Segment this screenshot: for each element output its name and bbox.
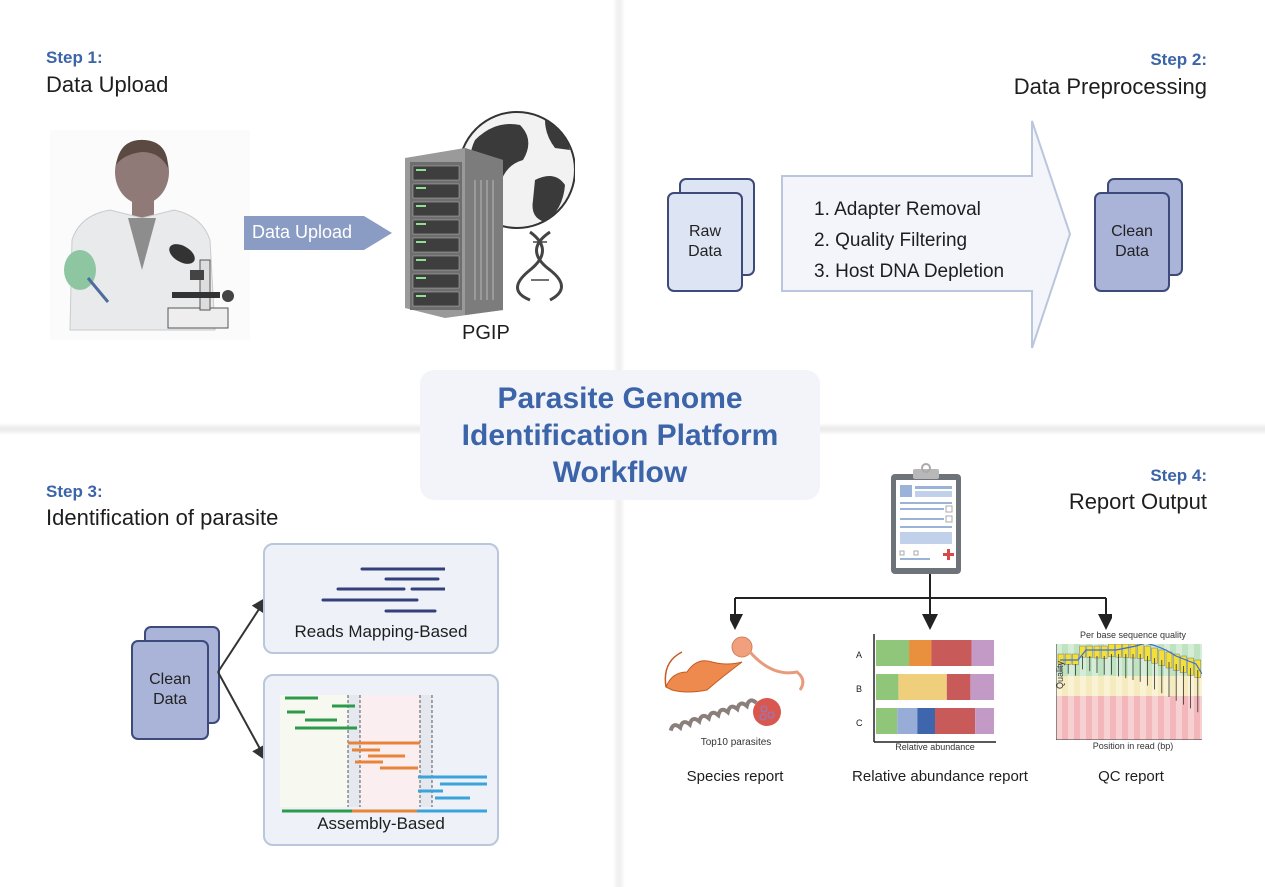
- qc-box: [1064, 653, 1072, 665]
- abundance-segment-c-0: [876, 708, 898, 734]
- species-report-label: Species report: [686, 768, 784, 785]
- clean-data-label: Clean Data: [1096, 194, 1168, 290]
- qc-box: [1086, 645, 1094, 658]
- qc-stripe: [1152, 644, 1158, 740]
- microscope-icon: [167, 244, 234, 329]
- abundance-chart: A B C: [856, 634, 996, 743]
- step4-title: Report Output: [1068, 489, 1207, 514]
- abundance-row-a: A: [856, 650, 862, 660]
- data-upload-arrow-label: Data Upload: [252, 222, 353, 242]
- qc-ylabel: Quality: [1055, 661, 1065, 690]
- clean-data-line2: Data: [1115, 243, 1149, 260]
- qc-stripe: [1128, 644, 1134, 740]
- qc-report-label: QC report: [1098, 768, 1164, 785]
- clean-data-doc: [1094, 192, 1170, 292]
- qc-stripe: [1140, 644, 1146, 740]
- abundance-caption: Relative abundance: [895, 742, 975, 752]
- qc-chart-title: Per base sequence quality: [1079, 630, 1187, 640]
- abundance-segment-a-1: [909, 640, 932, 666]
- process-host-dna-depletion: 3. Host DNA Depletion: [814, 261, 1005, 282]
- qc-stripe: [1116, 644, 1122, 740]
- step4-label: Step 4:: [1150, 466, 1207, 485]
- server-icon: [405, 148, 503, 318]
- abundance-segment-c-4: [975, 708, 994, 734]
- qc-stripe: [1104, 644, 1110, 740]
- clean-data-line1: Clean: [1111, 223, 1153, 240]
- qc-stripe: [1056, 644, 1062, 740]
- raw-data-doc: [667, 192, 743, 292]
- report-tree-connector: [730, 574, 1112, 630]
- title-line-1: Parasite Genome: [497, 381, 743, 415]
- abundance-segment-b-2: [946, 674, 971, 700]
- abundance-row-c: C: [856, 718, 863, 728]
- assembly-icon: [280, 695, 487, 813]
- qc-mean-line: [1060, 644, 1202, 675]
- data-upload-arrow: [244, 216, 392, 250]
- step3-clean-line2: Data: [153, 691, 187, 708]
- qc-chart: [1056, 644, 1202, 740]
- abundance-segment-b-3: [970, 674, 994, 700]
- qc-stripe: [1164, 644, 1170, 740]
- qc-stripe: [1080, 644, 1086, 740]
- step3-clean-data-doc: [131, 640, 209, 740]
- step1-title: Data Upload: [46, 72, 169, 97]
- server-label: PGIP: [462, 322, 510, 344]
- raw-data-line2: Data: [688, 243, 722, 260]
- raw-data-label: Raw Data: [669, 194, 741, 290]
- reads-mapping-box: Reads Mapping-Based: [263, 543, 499, 654]
- step3-label: Step 3:: [46, 482, 103, 501]
- abundance-segment-b-0: [876, 674, 899, 700]
- abundance-segment-b-1: [898, 674, 947, 700]
- clipboard-icon: [891, 463, 961, 574]
- process-adapter-removal: 1. Adapter Removal: [814, 199, 981, 220]
- assembly-box: Assembly-Based: [263, 674, 499, 846]
- title-line-3: Workflow: [552, 455, 688, 489]
- abundance-segment-c-1: [897, 708, 918, 734]
- reads-mapping-label: Reads Mapping-Based: [294, 622, 468, 641]
- branch-arrows: [217, 596, 268, 762]
- scientist-icon: [50, 130, 250, 340]
- abundance-segment-c-3: [935, 708, 976, 734]
- title-line-2: Identification Platform: [461, 418, 779, 452]
- preprocessing-arrow: [781, 120, 1072, 349]
- abundance-segment-c-2: [917, 708, 935, 734]
- qc-stripe: [1092, 644, 1098, 740]
- abundance-report-label: Relative abundance report: [852, 768, 1028, 785]
- abundance-segment-a-2: [931, 640, 972, 666]
- workflow-title-box: Parasite Genome Identification Platform …: [420, 370, 820, 500]
- step1-label: Step 1:: [46, 48, 103, 67]
- process-quality-filtering: 2. Quality Filtering: [814, 230, 968, 251]
- raw-data-line1: Raw: [688, 223, 721, 240]
- step3-clean-line1: Clean: [149, 671, 191, 688]
- abundance-row-b: B: [856, 684, 862, 694]
- assembly-label: Assembly-Based: [317, 814, 445, 833]
- step3-title: Identification of parasite: [46, 505, 279, 530]
- server-globe-dna-icon: [405, 111, 575, 318]
- abundance-segment-a-3: [971, 640, 994, 666]
- qc-stripe: [1200, 644, 1202, 740]
- qc-stripe: [1176, 644, 1182, 740]
- step3-clean-data-label: Clean Data: [133, 642, 207, 738]
- preprocessing-steps: 1. Adapter Removal 2. Quality Filtering …: [814, 194, 1004, 287]
- dna-icon: [516, 230, 563, 302]
- parasites-icon: [664, 636, 805, 732]
- abundance-segment-a-0: [876, 640, 910, 666]
- step2-label: Step 2:: [1150, 50, 1207, 69]
- reads-mapping-icon: [321, 567, 445, 613]
- qc-xlabel: Position in read (bp): [1092, 741, 1174, 751]
- step2-title: Data Preprocessing: [1013, 74, 1207, 99]
- qc-stripe: [1068, 644, 1074, 740]
- species-caption: Top10 parasites: [700, 737, 772, 748]
